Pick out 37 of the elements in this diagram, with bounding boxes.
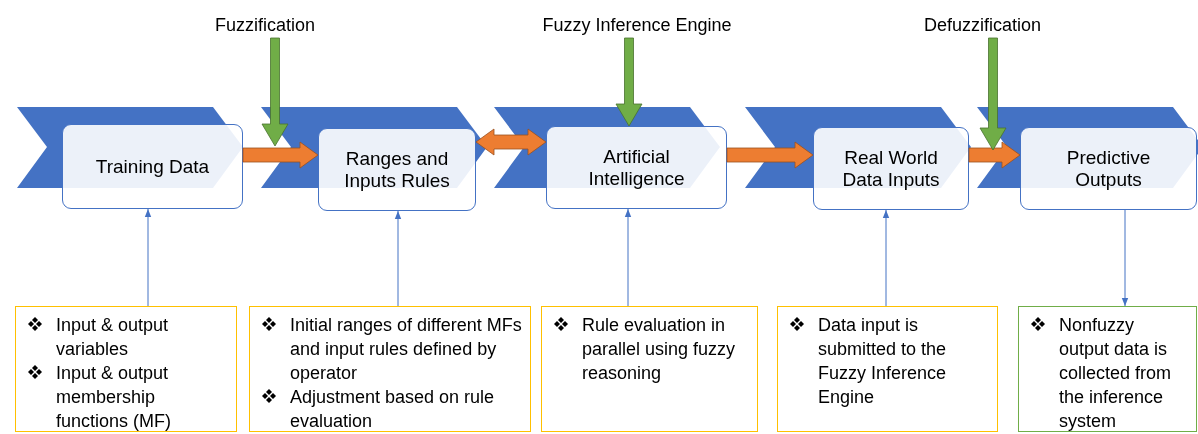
bullet-text: Data input is submitted to the Fuzzy Inference Engine bbox=[818, 314, 948, 409]
process-box bbox=[62, 124, 243, 209]
process-box bbox=[318, 128, 476, 211]
bullet-text: Initial ranges of different MFs and input rules defined by operator bbox=[290, 314, 522, 385]
bullet-text: Rule evaluation in parallel using fuzzy reasoning bbox=[582, 314, 737, 385]
block-arrow bbox=[726, 141, 814, 169]
node-label: Predictive Outputs bbox=[1065, 146, 1152, 191]
arrow bbox=[882, 209, 890, 307]
node-label: Training Data bbox=[95, 155, 210, 178]
stage-label: Defuzzification bbox=[905, 14, 1060, 38]
block-arrow bbox=[968, 141, 1021, 169]
block-arrow bbox=[475, 128, 547, 156]
bullet-text: Input & output variables bbox=[56, 314, 170, 361]
note-box bbox=[541, 306, 758, 432]
arrow bbox=[144, 208, 152, 307]
note-box bbox=[249, 306, 531, 432]
node-label: Real World Data Inputs bbox=[841, 146, 941, 191]
process-box bbox=[1020, 127, 1197, 210]
bullet-text: Adjustment based on rule evaluation bbox=[290, 386, 496, 433]
note-box bbox=[15, 306, 237, 432]
stage-label: Fuzzification bbox=[195, 14, 335, 38]
note-box bbox=[1018, 306, 1197, 432]
block-arrow bbox=[979, 37, 1007, 151]
node-label: Ranges and Inputs Rules bbox=[343, 147, 451, 192]
block-arrow bbox=[261, 37, 289, 147]
block-arrow bbox=[242, 141, 319, 169]
process-box bbox=[546, 126, 727, 209]
process-box bbox=[813, 127, 969, 210]
arrow bbox=[394, 210, 402, 307]
arrow bbox=[624, 208, 632, 307]
block-arrow bbox=[615, 37, 643, 127]
note-box bbox=[777, 306, 998, 432]
bullet-text: Input & output membership functions (MF) bbox=[56, 362, 173, 433]
node-label: Artificial Intelligence bbox=[587, 145, 686, 190]
arrow bbox=[1121, 209, 1129, 307]
bullet-text: Nonfuzzy output data is collected from the inference system bbox=[1059, 314, 1173, 433]
stage-label: Fuzzy Inference Engine bbox=[522, 14, 752, 38]
